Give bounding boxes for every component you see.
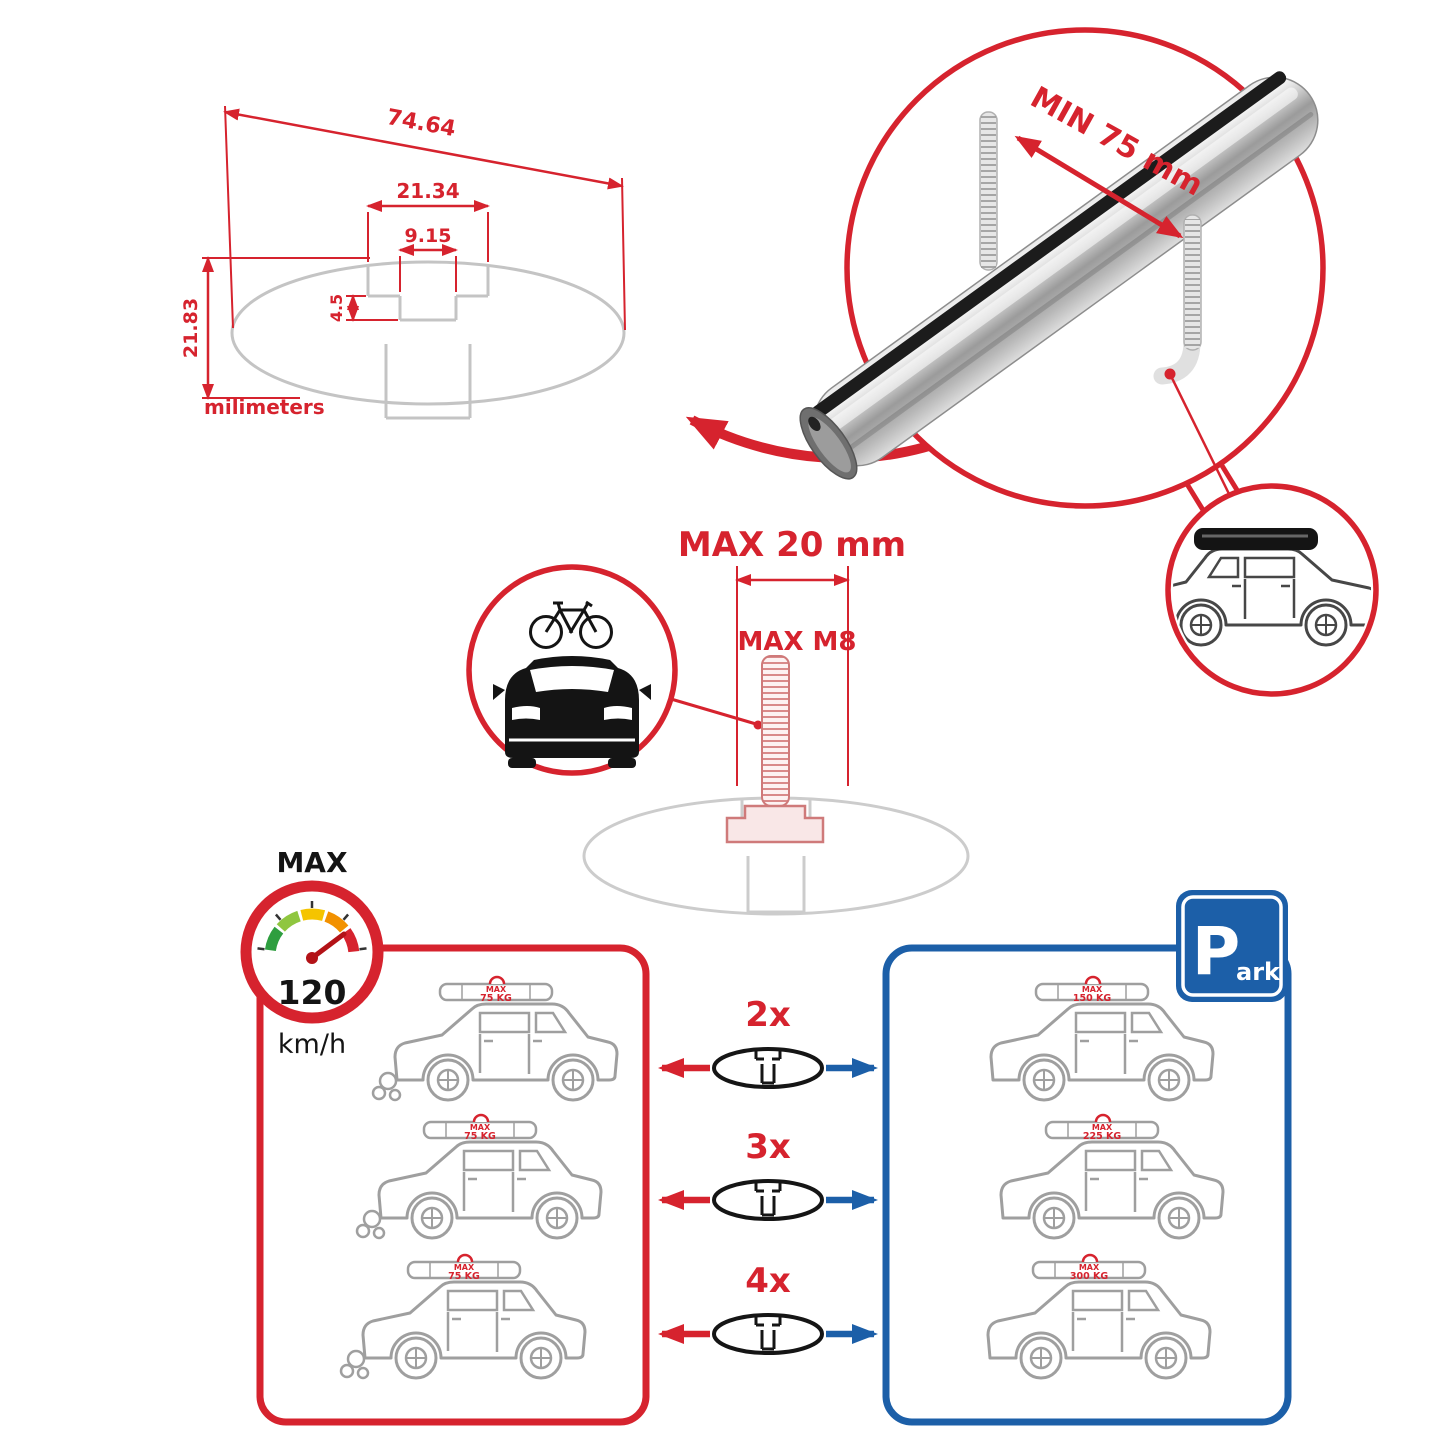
quantity-row: 4x <box>658 1261 878 1355</box>
dim-height-label: 21.83 <box>180 298 202 358</box>
roof-box-badge-load: 75 KG <box>448 1271 480 1282</box>
speed-unit: km/h <box>278 1029 346 1060</box>
driving-cars: MAX 75 KG MAX 75 KG MAX 75 KG <box>339 975 619 1380</box>
roof-box-badge-max: MAX <box>486 985 507 994</box>
speedometer: MAX 120 km/h <box>240 846 384 1060</box>
quantity-row: 2x <box>658 995 878 1089</box>
quantity-rows: 2x 3x 4x <box>658 995 878 1355</box>
crossbar-section-icon <box>712 1047 824 1089</box>
crossbar-section-icon <box>712 1313 824 1355</box>
bar-render-callout: MIN 75 mm <box>799 27 1326 509</box>
parking-sign: P ark <box>1176 890 1288 1002</box>
dim-ext-depth-step <box>346 295 398 321</box>
dim-ext-width-outer <box>224 105 626 331</box>
bolt-dim-ext <box>736 566 849 786</box>
gauge-ticks <box>257 901 367 951</box>
car-row: MAX 150 KG <box>989 975 1215 1102</box>
roof-cargo-box <box>1194 528 1318 550</box>
pointer-line <box>1168 373 1234 501</box>
bolt-pointer-dot <box>753 720 763 730</box>
ubolt-front-rod <box>1153 214 1202 385</box>
car-row: MAX 75 KG <box>339 1253 587 1380</box>
roof-box-badge-load: 75 KG <box>480 993 512 1004</box>
dim-width-inner-label: 9.15 <box>405 225 452 247</box>
bolt-in-channel-sketch <box>582 655 970 916</box>
dim-ext-width-slot <box>367 212 489 262</box>
dim-ext-width-inner <box>399 256 457 292</box>
roof-box-badge-max: MAX <box>1079 1263 1100 1272</box>
roofbox-car-callout <box>1165 483 1379 697</box>
dim-width-slot-label: 21.34 <box>396 179 459 203</box>
units-label: milimeters <box>204 395 325 419</box>
car-row: MAX 75 KG <box>355 1113 603 1240</box>
car-row: MAX 225 KG <box>999 1113 1225 1240</box>
quantity-row: 3x <box>658 1127 878 1221</box>
roof-box-badge-max: MAX <box>470 1123 491 1132</box>
dim-width-outer-label: 74.64 <box>385 105 458 142</box>
t-bolt-illustration <box>725 655 825 844</box>
parking-sign-p: P <box>1192 913 1240 990</box>
bolt-pointer-line <box>670 697 757 726</box>
dim-ext-height <box>202 257 370 399</box>
speed-value: 120 <box>278 973 347 1012</box>
cross-section-diagram: 74.64 21.34 9.15 4.5 21.83 milimeters <box>180 105 626 420</box>
roof-box-badge-max: MAX <box>1082 985 1103 994</box>
roof-box-badge-load: 300 KG <box>1070 1271 1108 1282</box>
parked-cars: MAX 150 KG MAX 225 KG MAX 300 KG <box>986 975 1225 1380</box>
min-clamp-arrow <box>1014 135 1184 239</box>
dim-depth-step-label: 4.5 <box>327 294 346 322</box>
callout-neck-lines <box>1184 462 1240 512</box>
max-thread-label: MAX M8 <box>737 627 856 657</box>
qty-label: 4x <box>745 1261 791 1301</box>
qty-label: 3x <box>745 1127 791 1167</box>
gauge-arc <box>264 908 360 953</box>
parking-sign-ark: ark <box>1236 958 1281 986</box>
dim-line-width-outer <box>223 108 624 190</box>
ubolt-rear-rod <box>979 111 998 271</box>
crossbar-section-icon <box>712 1179 824 1221</box>
roof-box-badge-load: 75 KG <box>464 1131 496 1142</box>
bike-icon <box>529 600 613 649</box>
profile-ellipse <box>230 260 626 406</box>
roof-box-badge-load: 225 KG <box>1083 1131 1121 1142</box>
roof-box-badge-max: MAX <box>454 1263 475 1272</box>
qty-label: 2x <box>745 995 791 1035</box>
gauge-hub <box>306 952 318 964</box>
car-row: MAX 300 KG <box>986 1253 1212 1380</box>
car-front-view-icon <box>493 656 651 768</box>
gauge-needle <box>309 931 347 961</box>
roof-box-badge-load: 150 KG <box>1073 993 1111 1004</box>
max-width-label: MAX 20 mm <box>678 525 906 565</box>
speed-max-label: MAX <box>276 846 348 879</box>
profile-slot-lines <box>366 266 490 420</box>
roof-box-badge-max: MAX <box>1092 1123 1113 1132</box>
car-row: MAX 75 KG <box>371 975 619 1102</box>
bike-car-callout <box>466 564 678 776</box>
